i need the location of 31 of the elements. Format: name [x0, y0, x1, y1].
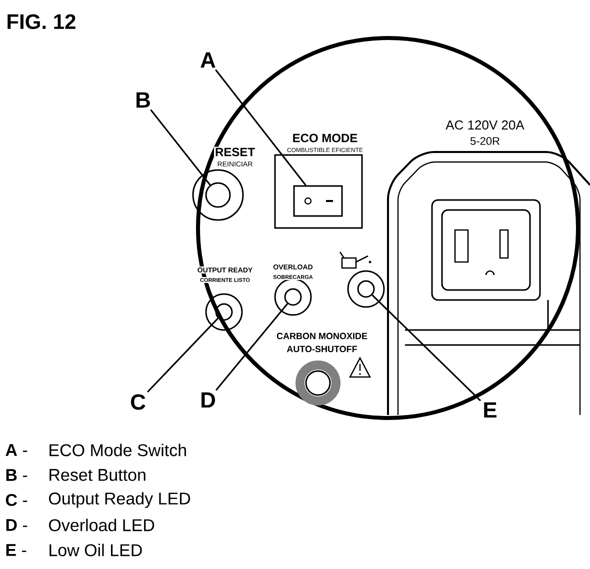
leader-line [214, 69, 306, 186]
reset-button [205, 182, 231, 208]
key-letter: C - [6, 494, 28, 506]
key-letter: D - [6, 519, 28, 531]
leader-line [150, 109, 211, 186]
indicator-light [284, 288, 302, 306]
callout-letter: D [202, 392, 216, 408]
key-description: Overload LED [49, 518, 154, 532]
key-letter: A - [6, 444, 28, 456]
key-letter: B - [6, 469, 28, 481]
key-description: ECO Mode Switch [50, 444, 186, 456]
callout-letter: C [130, 394, 146, 410]
key-description: Low Oil LED [50, 544, 142, 556]
indicator-light [215, 303, 233, 321]
panel-label: AC 120V 20A [444, 119, 526, 131]
panel-label: ECO MODE [291, 132, 359, 144]
panel-label: AUTO-SHUTOFF [286, 344, 358, 354]
rocker-switch [293, 185, 343, 217]
callout-letter: A [200, 52, 216, 68]
leader-line [146, 318, 219, 393]
key-letter: E - [6, 544, 26, 556]
callout-letter: B [136, 92, 150, 108]
panel-label: 5-20R [469, 136, 501, 146]
panel-label: CARBON MONOXIDE [276, 332, 368, 340]
leader-line [215, 303, 288, 391]
panel-label: RESET [214, 146, 256, 158]
key-description: Reset Button [50, 469, 146, 481]
key-description: Output Ready LED [49, 492, 190, 508]
figure-title: FIG. 12 [8, 14, 76, 30]
indicator-light [357, 280, 375, 298]
callout-letter: E [484, 402, 496, 418]
